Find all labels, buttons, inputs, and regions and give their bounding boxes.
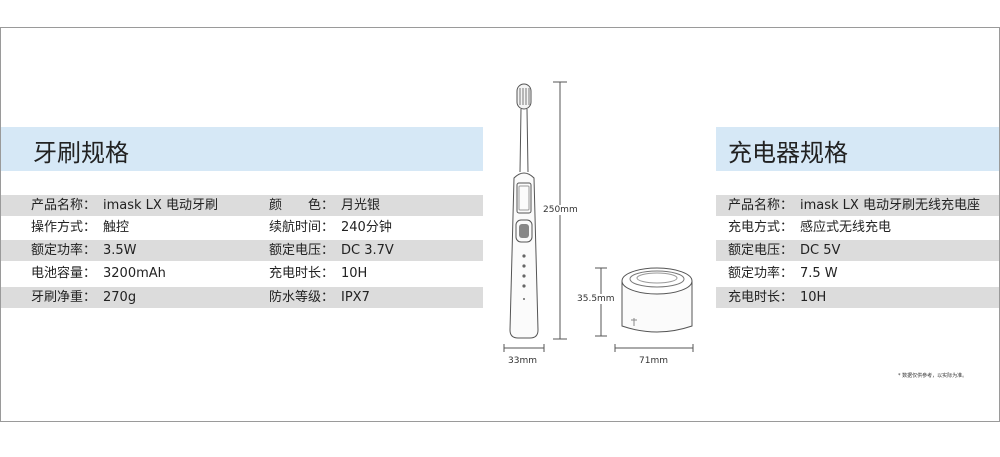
- brush-spec-row: 产品名称： imask LX 电动牙刷 颜 色： 月光银: [1, 195, 483, 216]
- spec-label: 额定电压：: [269, 243, 335, 258]
- spec-label: 牙刷净重：: [31, 290, 97, 305]
- charger-width-label: 71mm: [639, 356, 668, 366]
- spec-value: imask LX 电动牙刷无线充电座: [800, 198, 980, 213]
- spec-label: 操作方式：: [31, 220, 97, 235]
- spec-label: 防水等级：: [269, 290, 335, 305]
- brush-width-label: 33mm: [508, 356, 537, 366]
- charger-spec-row: 额定电压： DC 5V: [716, 240, 999, 261]
- display-screen: [516, 182, 532, 214]
- spec-value: IPX7: [341, 290, 370, 305]
- spec-panel: [0, 27, 1000, 422]
- charger-spec-row: 充电时长： 10H: [716, 287, 999, 308]
- spec-value: imask LX 电动牙刷: [103, 198, 218, 213]
- charger-width-dim: [614, 344, 694, 352]
- spec-value: 3.5W: [103, 243, 137, 258]
- spec-value: 3200mAh: [103, 266, 166, 281]
- spec-label: 产品名称：: [728, 198, 794, 213]
- brush-spec-row: 牙刷净重： 270g 防水等级： IPX7: [1, 287, 483, 308]
- spec-label: 额定电压：: [728, 243, 794, 258]
- brush-width-dim: [503, 344, 545, 352]
- charger-base: [621, 281, 693, 333]
- spec-value: 240分钟: [341, 220, 392, 235]
- spec-value: DC 5V: [800, 243, 841, 258]
- brush-spec-row: 操作方式： 触控 续航时间： 240分钟: [1, 217, 483, 238]
- spec-value: 10H: [341, 266, 368, 281]
- bristles: [519, 88, 530, 105]
- spec-label: 充电方式：: [728, 220, 794, 235]
- spec-label: 电池容量：: [31, 266, 97, 281]
- spec-label: 额定功率：: [31, 243, 97, 258]
- spec-value: 7.5 W: [800, 266, 838, 281]
- power-button: [515, 219, 533, 243]
- brush-spec-row: 电池容量： 3200mAh 充电时长： 10H: [1, 263, 483, 284]
- brush-neck: [519, 108, 529, 173]
- charger-title: 充电器规格: [728, 139, 848, 167]
- charger-title-band: 充电器规格: [716, 127, 999, 171]
- brush-title: 牙刷规格: [33, 139, 129, 167]
- charger-logo: [631, 318, 637, 326]
- spec-label: 颜 色：: [269, 198, 335, 213]
- spec-value: 10H: [800, 290, 827, 305]
- brush-height-label: 250mm: [542, 205, 579, 215]
- spec-label: 额定功率：: [728, 266, 794, 281]
- spec-value: 触控: [103, 220, 130, 235]
- brush-spec-row: 额定功率： 3.5W 额定电压： DC 3.7V: [1, 240, 483, 261]
- footnote: * 数据仅供参考，以实际为准。: [898, 373, 968, 379]
- charger-height-label: 35.5mm: [576, 294, 616, 304]
- touch-icons: [522, 254, 526, 300]
- spec-value: DC 3.7V: [341, 243, 394, 258]
- charger-spec-row: 产品名称： imask LX 电动牙刷无线充电座: [716, 195, 999, 216]
- spec-value: 270g: [103, 290, 137, 305]
- spec-label: 续航时间：: [269, 220, 335, 235]
- spec-label: 充电时长：: [728, 290, 794, 305]
- spec-value: 月光银: [341, 198, 381, 213]
- spec-value: 感应式无线充电: [800, 220, 892, 235]
- spec-label: 充电时长：: [269, 266, 335, 281]
- charger-spec-row: 额定功率： 7.5 W: [716, 263, 999, 284]
- brush-title-band: 牙刷规格: [1, 127, 483, 171]
- charger-spec-row: 充电方式： 感应式无线充电: [716, 217, 999, 238]
- charger-top: [621, 267, 693, 295]
- spec-label: 产品名称：: [31, 198, 97, 213]
